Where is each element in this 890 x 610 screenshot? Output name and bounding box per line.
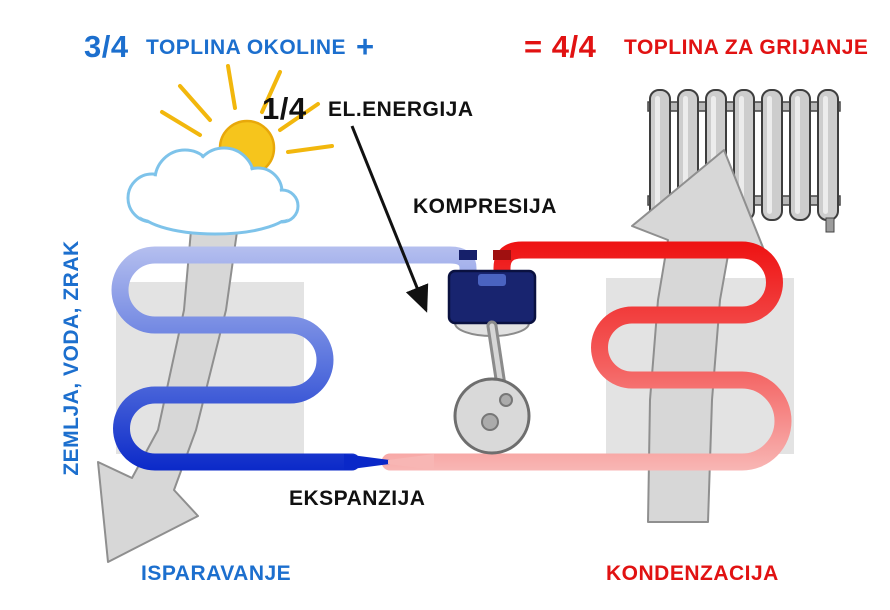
crank-hole <box>481 413 499 431</box>
energy-fraction-label: 1/4 <box>262 91 307 126</box>
compressor-highlight <box>478 274 506 286</box>
right-heading-label: TOPLINA ZA GRIJANJE <box>624 36 868 59</box>
radiator-bar-highlight <box>823 96 828 214</box>
condensation-label: KONDENZACIJA <box>606 562 779 585</box>
compressor-inlet-stub <box>459 250 477 260</box>
compressor-outlet-stub <box>493 250 511 260</box>
left-fraction-label: 3/4 <box>84 29 129 64</box>
radiator-foot <box>825 217 835 233</box>
compressor-icon <box>447 250 537 455</box>
energy-arrow <box>350 125 429 313</box>
compression-label: KOMPRESIJA <box>413 195 557 218</box>
right-fraction-label: = 4/4 <box>524 29 597 64</box>
cloud-icon <box>126 146 300 236</box>
energy-label: EL.ENERGIJA <box>328 98 474 121</box>
radiator-bar-highlight <box>767 96 772 214</box>
radiator-bar-highlight <box>795 96 800 214</box>
evaporator-coil <box>111 246 477 471</box>
radiator-bar-highlight <box>655 96 660 214</box>
sun-rays <box>160 64 334 154</box>
heat-source-label: ZEMLJA, VODA, ZRAK <box>60 240 83 475</box>
crank-pin <box>499 393 513 407</box>
expansion-valve <box>344 454 434 470</box>
plus-sign: + <box>356 29 375 64</box>
condenser-coil <box>381 241 792 471</box>
expansion-label: EKSPANZIJA <box>289 487 425 510</box>
radiator-bar-highlight <box>739 96 744 214</box>
left-heading-label: TOPLINA OKOLINE <box>146 36 346 59</box>
ambient-flow-arrow <box>97 195 243 563</box>
evaporation-label: ISPARAVANJE <box>141 562 291 585</box>
